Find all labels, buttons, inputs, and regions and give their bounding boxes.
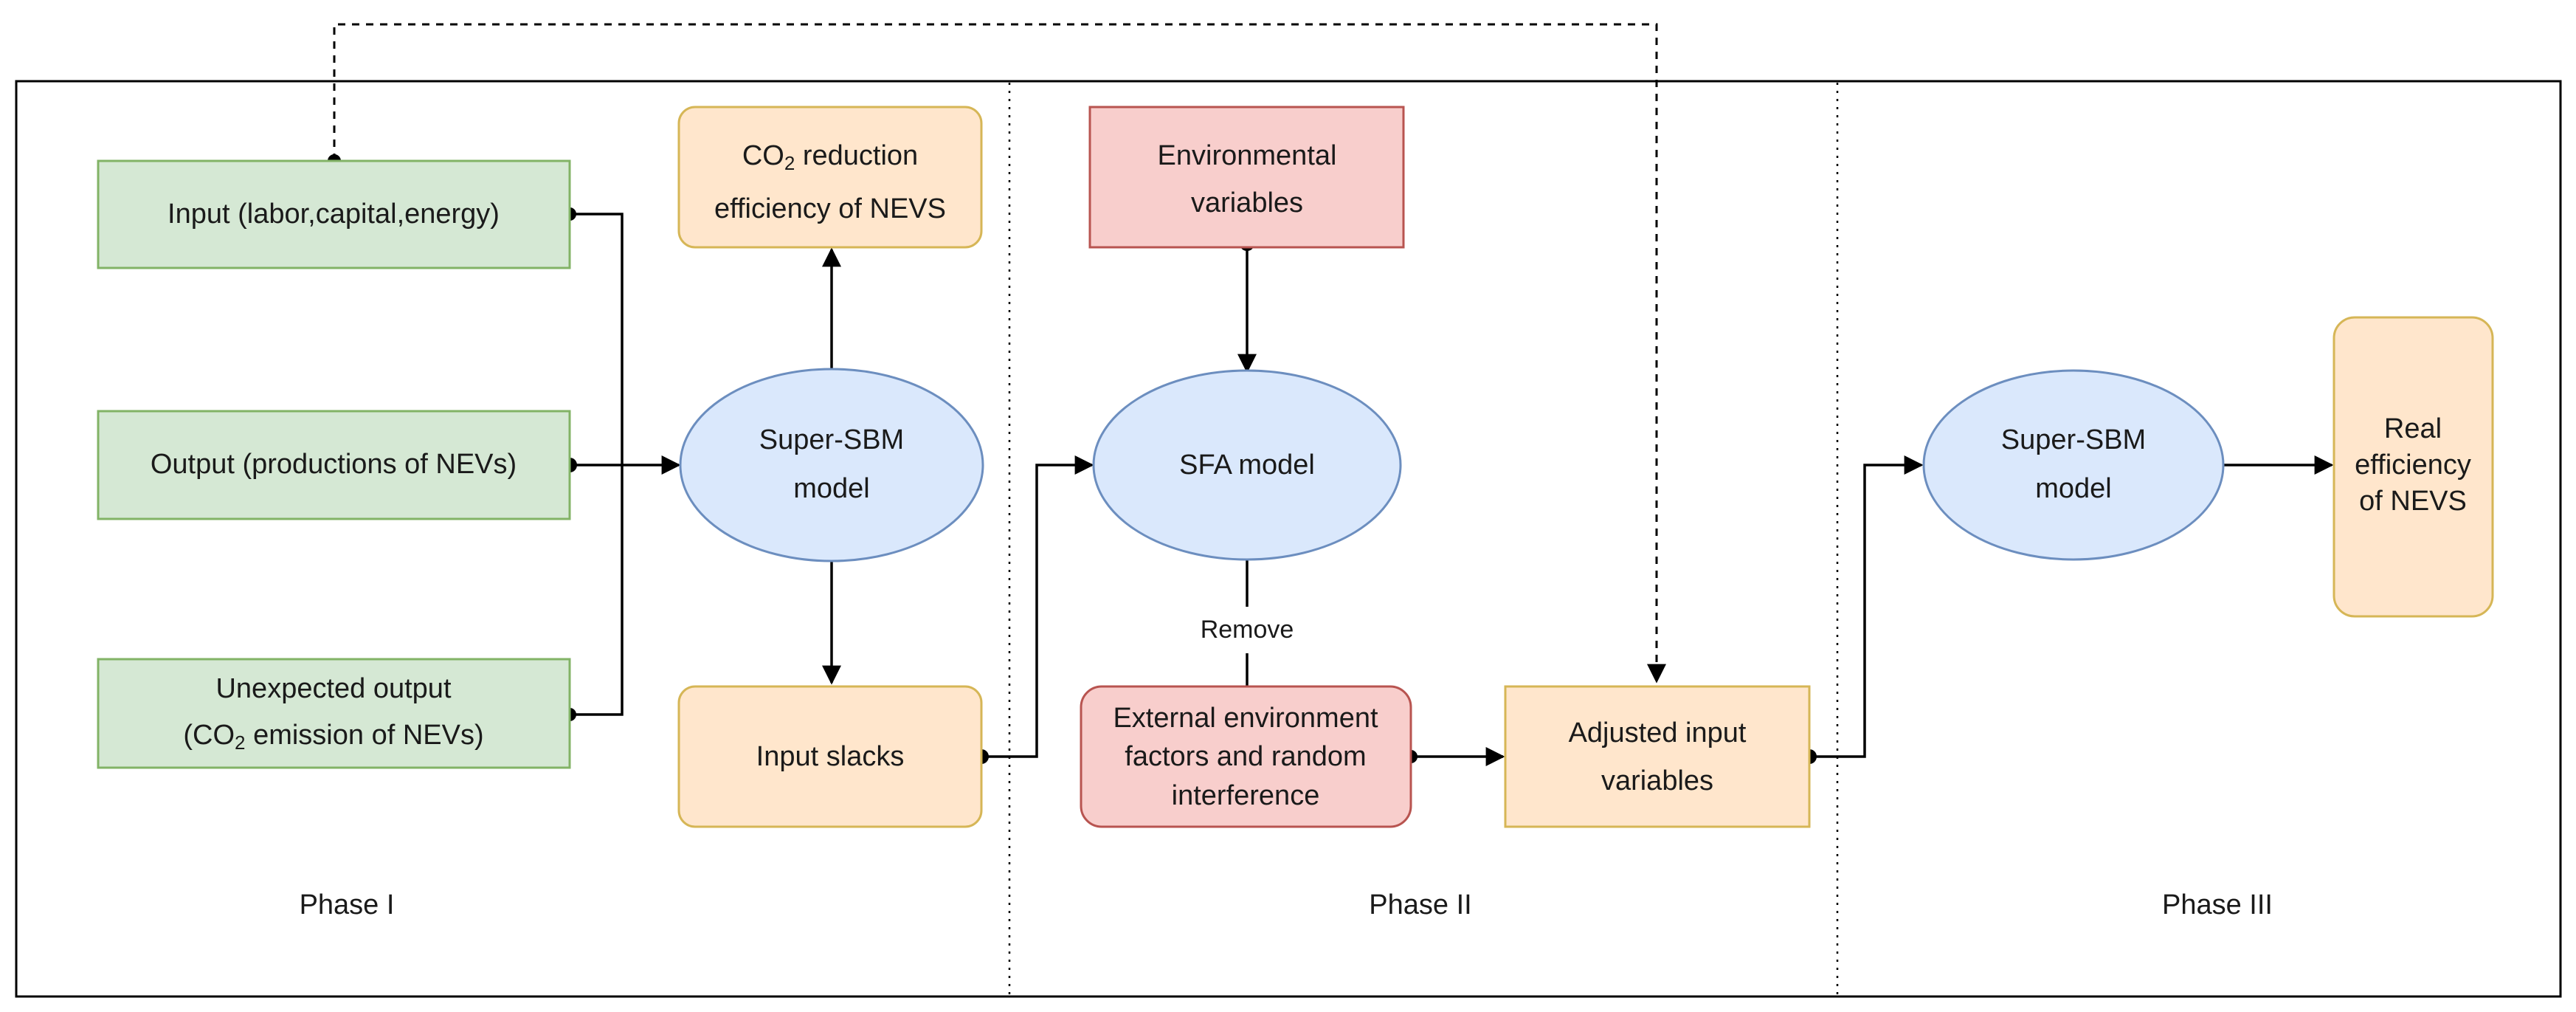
edge-slacks-to-sfa <box>981 455 1094 758</box>
svg-text:Real: Real <box>2384 413 2442 444</box>
svg-text:Output (productions of NEVs): Output (productions of NEVs) <box>151 449 517 480</box>
svg-text:Environmental: Environmental <box>1158 140 1337 171</box>
svg-text:Super-SBM: Super-SBM <box>759 424 904 455</box>
node-co2-reduction-efficiency: CO2 reduction efficiency of NEVS <box>677 106 983 249</box>
edge-feedback-dashed <box>333 23 1666 684</box>
edge-label-remove: Remove <box>1201 616 1294 644</box>
node-input: Input (labor,capital,energy) <box>97 159 571 269</box>
edge-input-merge <box>570 213 624 465</box>
node-real-efficiency: Real efficiency of NEVS <box>2332 316 2494 618</box>
edge-adjusted-to-sbm2 <box>1809 455 1924 758</box>
svg-text:Unexpected output: Unexpected output <box>215 673 451 704</box>
svg-text:Adjusted input: Adjusted input <box>1569 717 1747 748</box>
node-sfa-model: SFA model <box>1092 369 1402 561</box>
phase-label-2: Phase II <box>1369 889 1471 920</box>
node-environmental-variables: Environmental variables <box>1088 106 1405 249</box>
svg-text:efficiency of NEVS: efficiency of NEVS <box>714 193 946 224</box>
svg-text:efficiency: efficiency <box>2355 450 2471 481</box>
svg-text:model: model <box>2035 473 2112 504</box>
svg-text:variables: variables <box>1601 765 1713 796</box>
node-super-sbm-model-2: Super-SBM model <box>1922 369 2225 561</box>
svg-text:of NEVS: of NEVS <box>2359 486 2467 517</box>
node-super-sbm-model-1: Super-SBM model <box>679 368 984 562</box>
node-unexpected-output: Unexpected output (CO2 emission of NEVs) <box>97 658 571 769</box>
svg-text:Input (labor,capital,energy): Input (labor,capital,energy) <box>168 199 500 230</box>
svg-text:variables: variables <box>1191 187 1303 218</box>
node-adjusted-input-variables: Adjusted input variables <box>1504 685 1811 828</box>
svg-text:interference: interference <box>1172 780 1320 811</box>
edge-unexpected-merge <box>570 465 624 716</box>
phase-label-1: Phase I <box>300 889 395 920</box>
node-output: Output (productions of NEVs) <box>97 410 571 520</box>
svg-text:(CO2 emission of NEVs): (CO2 emission of NEVs) <box>183 720 483 754</box>
svg-text:CO2 reduction: CO2 reduction <box>742 140 918 174</box>
node-external-environment-factors: External environment factors and random … <box>1080 685 1412 828</box>
outer-frame <box>15 80 2562 998</box>
svg-text:factors and random: factors and random <box>1125 741 1366 772</box>
svg-text:Input slacks: Input slacks <box>756 741 905 772</box>
svg-text:Super-SBM: Super-SBM <box>2001 424 2146 455</box>
svg-text:External environment: External environment <box>1113 703 1378 734</box>
node-input-slacks: Input slacks <box>677 685 983 828</box>
edges <box>333 23 2334 766</box>
phase-label-3: Phase III <box>2162 889 2273 920</box>
svg-text:model: model <box>793 473 870 504</box>
svg-text:SFA model: SFA model <box>1179 450 1315 481</box>
